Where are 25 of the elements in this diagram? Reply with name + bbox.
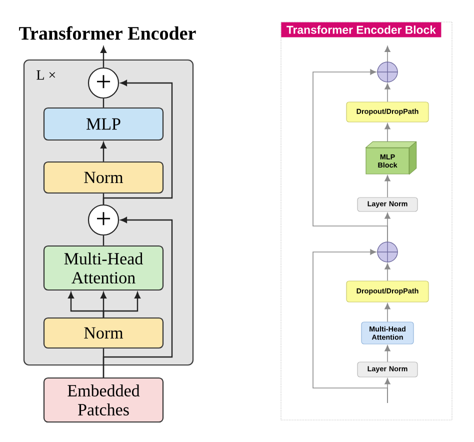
arrow <box>384 46 390 62</box>
diagram-title: Transformer Encoder <box>19 26 196 40</box>
title-banner: Transformer Encoder Block <box>281 22 442 38</box>
arrow <box>102 80 173 204</box>
arrow <box>384 345 390 362</box>
connector-line <box>102 98 104 108</box>
arrow <box>100 142 106 162</box>
input-box: Embedded Patches <box>43 377 164 423</box>
mlp-box: MLP <box>43 107 164 141</box>
arrow <box>384 83 390 102</box>
norm-box: Norm <box>43 161 164 194</box>
arrow <box>384 263 390 282</box>
arrow <box>102 292 140 318</box>
norm-box: Norm <box>43 317 164 349</box>
arrow <box>100 46 106 68</box>
connector-line <box>102 236 104 246</box>
arrow <box>384 123 390 142</box>
add-circle <box>376 241 398 263</box>
attention-box: Multi-Head Attention <box>43 245 164 291</box>
arrow <box>312 249 388 404</box>
add-circle <box>376 61 398 83</box>
arrow <box>102 217 173 378</box>
arrow <box>384 303 390 322</box>
arrow <box>312 69 388 242</box>
arrow <box>384 175 390 198</box>
